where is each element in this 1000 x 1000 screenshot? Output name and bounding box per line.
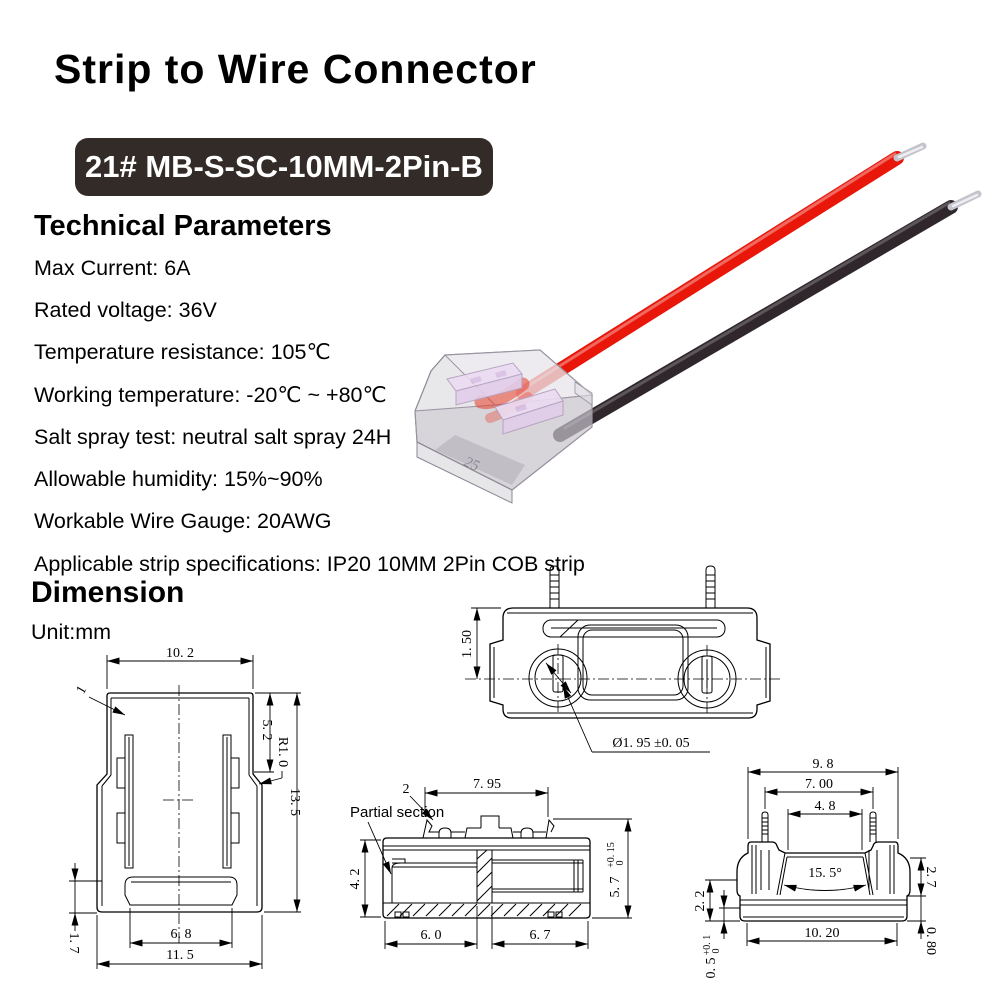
top-view-linework	[96, 685, 263, 945]
dim-depth-top: 5. 2	[259, 720, 274, 741]
dim-length-left: 6. 0	[421, 928, 442, 943]
drawing-top-view: 10. 2 1 5. 2 R1. 0 13. 5 1. 7 6. 8 11. 5	[66, 646, 302, 969]
dim-hole-diameter: Ø1. 95 ±0. 05	[612, 736, 689, 751]
dim-height-total: 5. 7	[608, 877, 623, 898]
tech-param-humidity: Allowable humidity: 15%~90%	[34, 467, 323, 492]
dim-end-width-top: 9. 8	[813, 757, 834, 772]
dim-corner-radius: R1. 0	[275, 737, 290, 767]
tech-param-max-current: Max Current: 6A	[34, 255, 191, 280]
tech-param-salt-spray: Salt spray test: neutral salt spray 24H	[34, 424, 392, 449]
dim-length-right: 6. 7	[530, 928, 551, 943]
dim-item-callout-1: 1	[74, 683, 90, 697]
front-view-dimensions: 1. 50 Ø1. 95 ±0. 05	[460, 607, 710, 753]
end-view-dimensions: 9. 8 7. 00 4. 8 15. 5° 2. 2 0. 5 +0. 1 0…	[695, 757, 938, 979]
dim-item-callout-2: 2	[403, 782, 410, 797]
dim-height-left: 2. 2	[695, 891, 708, 912]
top-view-dimensions: 10. 2 1 5. 2 R1. 0 13. 5 1. 7 6. 8 11. 5	[66, 646, 302, 969]
dim-lip-left: 0. 5	[704, 958, 719, 979]
dim-slot-width: 4. 8	[815, 799, 836, 814]
dim-slot-width-bottom: 6. 8	[171, 927, 192, 942]
dimension-heading: Dimension	[31, 576, 185, 609]
technical-parameters-list: Max Current: 6A Rated voltage: 36V Tempe…	[34, 247, 585, 585]
drawing-section-view: 7. 95 2 Partial section 4. 2 6. 0 6. 7 5…	[348, 777, 632, 949]
tech-param-strip-spec: Applicable strip specifications: IP20 10…	[34, 551, 585, 576]
section-view-dimensions: 7. 95 2 Partial section 4. 2 6. 0 6. 7 5…	[348, 777, 632, 949]
tech-param-wire-gauge: Workable Wire Gauge: 20AWG	[34, 509, 332, 534]
dim-draft-angle: 15. 5°	[808, 866, 842, 881]
wires-illustration	[516, 142, 982, 442]
technical-parameters-heading: Technical Parameters	[34, 210, 332, 242]
front-view-linework	[465, 565, 783, 719]
dim-top-width: 10. 2	[166, 646, 194, 661]
tech-param-rated-voltage: Rated voltage: 36V	[34, 297, 217, 322]
dim-pin-height: 1. 50	[460, 630, 475, 658]
drawing-front-view: 1. 50 Ø1. 95 ±0. 05	[460, 565, 783, 753]
dimension-unit: Unit:mm	[31, 620, 112, 644]
product-photo: 25	[414, 142, 982, 504]
embossed-marking: 25	[461, 454, 482, 475]
dim-pin-pitch: 7. 00	[805, 777, 833, 792]
model-badge: 21# MB-S-SC-10MM-2Pin-B	[75, 138, 493, 196]
tech-param-temp-resistance: Temperature resistance: 105℃	[34, 340, 331, 365]
dim-length-total: 13. 5	[287, 788, 302, 816]
connector-clips-illustration	[446, 362, 564, 435]
dim-lip-height: 1. 7	[66, 933, 81, 954]
dim-height-tol-minus: 0	[615, 861, 626, 866]
section-view-linework	[382, 815, 591, 919]
tech-param-working-temp: Working temperature: -20℃ ~ +80℃	[34, 382, 387, 407]
dim-section-width-top: 7. 95	[473, 777, 501, 792]
partial-section-label: Partial section	[350, 804, 444, 821]
dim-lip-left-tol-minus: 0	[711, 949, 722, 954]
drawing-end-view: 9. 8 7. 00 4. 8 15. 5° 2. 2 0. 5 +0. 1 0…	[695, 757, 938, 979]
page-title: Strip to Wire Connector	[54, 46, 537, 92]
dim-height-right: 2. 7	[923, 867, 938, 888]
dim-width-bottom: 11. 5	[166, 948, 193, 963]
dim-base-height: 0. 80	[923, 927, 938, 955]
dim-lip-left-tol-plus: +0. 1	[702, 935, 713, 956]
dim-end-width-bottom: 10. 20	[805, 926, 840, 941]
dim-cavity-height: 4. 2	[348, 869, 363, 890]
dim-height-tol-plus: +0. 15	[606, 842, 617, 868]
